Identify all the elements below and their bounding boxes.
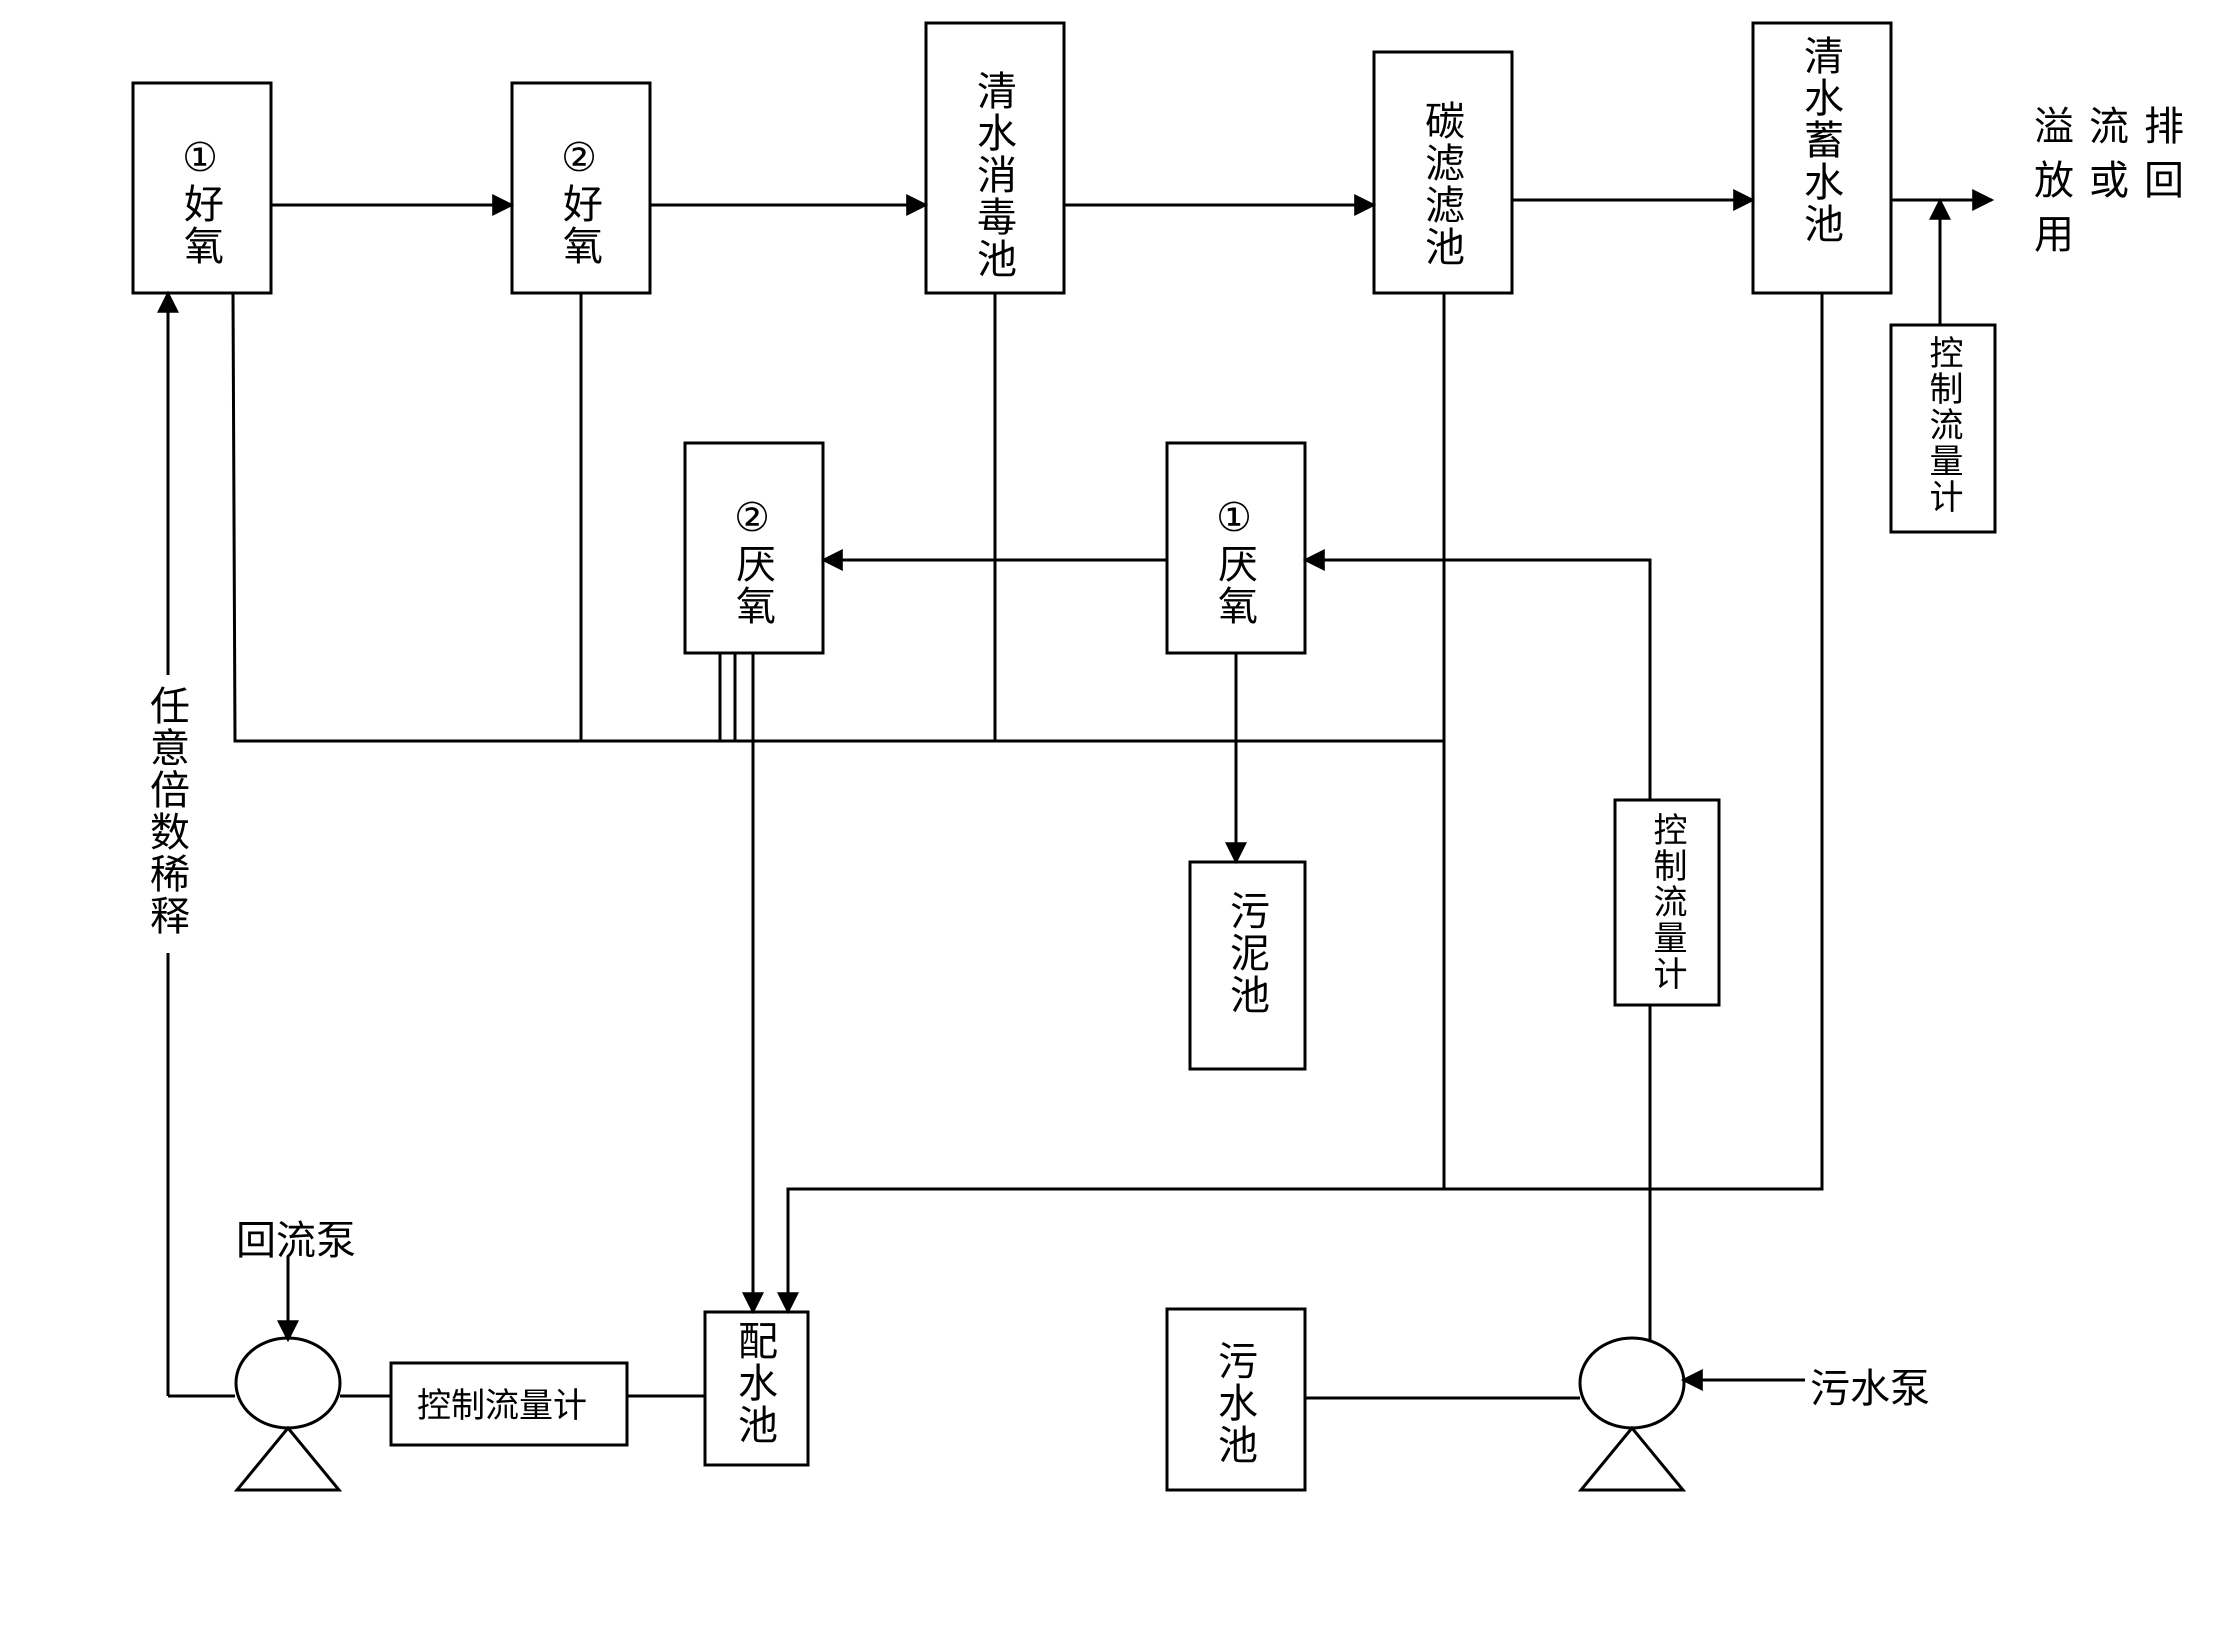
sludge-box	[1188, 860, 1307, 1071]
anaerobic1-box	[1165, 441, 1307, 655]
output-text-col2: 流或	[2082, 105, 2128, 213]
sewage-pump-icon	[1577, 1336, 1687, 1492]
sludge-label: 污泥池	[1223, 890, 1269, 1016]
aerobic1-label: ①好氧	[177, 135, 223, 267]
mixing-label: 配水池	[731, 1320, 777, 1446]
output-text-col1: 排回	[2137, 105, 2183, 213]
output-text-col3: 溢放用	[2027, 105, 2073, 267]
flowmeter-top-label: 控制流量计	[1923, 335, 1963, 515]
return-pump-label: 回流泵	[236, 1218, 356, 1264]
carbon-box	[1372, 50, 1514, 295]
carbon-label: 碳滤滤池	[1418, 100, 1464, 268]
flowmeter-bottom-box	[389, 1361, 629, 1447]
anaerobic2-label: ②厌氧	[729, 495, 775, 627]
storage-label: 清水蓄水池	[1797, 35, 1843, 245]
disinfect-box	[924, 21, 1066, 295]
arrow-flowmeter-mid-to-anaerobic1	[1302, 549, 1652, 800]
aerobic2-label: ②好氧	[556, 135, 602, 267]
sewage-tank-label: 污水池	[1211, 1340, 1257, 1466]
sewage-tank-box	[1165, 1307, 1307, 1492]
aerobic2-box	[510, 81, 652, 295]
flowmeter-mid-label: 控制流量计	[1647, 812, 1687, 992]
sewage-pump-label: 污水泵	[1810, 1366, 1930, 1412]
flowmeter-mid-box	[1613, 798, 1721, 1007]
dilution-label: 任意倍数稀释	[143, 685, 189, 937]
collect-line	[231, 292, 1444, 743]
storage-drain	[777, 293, 1824, 1315]
mixing-box	[703, 1310, 810, 1467]
flowmeter-top-box	[1889, 323, 1997, 534]
anaerobic1-label: ①厌氧	[1211, 495, 1257, 627]
aerobic1-box	[131, 81, 273, 295]
flowmeter-bottom-label: 控制流量计	[417, 1386, 587, 1426]
disinfect-label: 清水消毒池	[970, 70, 1016, 280]
return-pump-icon	[233, 1336, 343, 1492]
